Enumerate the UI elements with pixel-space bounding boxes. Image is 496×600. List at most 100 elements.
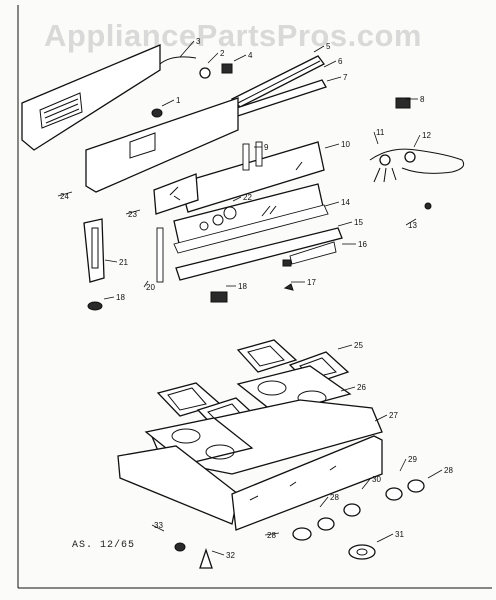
callout-number: 3	[196, 37, 201, 46]
callout-12: 12	[413, 131, 431, 148]
watermark: AppliancePartsPros.com	[44, 18, 422, 53]
callout-26: 26	[340, 383, 366, 392]
part-back-panel	[21, 44, 161, 151]
callout-number: 7	[343, 73, 348, 82]
callout-number: 22	[243, 193, 252, 202]
callout-leader-line	[103, 296, 115, 300]
callout-number: 10	[341, 140, 350, 149]
part-upper-glass	[153, 141, 325, 215]
callout-leader-line	[151, 524, 165, 532]
part-wire-harness	[369, 97, 465, 210]
callout-number: 11	[376, 128, 385, 137]
callout-24: 24	[57, 191, 73, 201]
callout-14: 14	[324, 198, 350, 207]
drawing-reference: AS. 12/65	[72, 540, 136, 551]
callout-leader-line	[337, 344, 353, 350]
callout-leader-line	[161, 99, 175, 107]
part-clock-window	[173, 183, 329, 254]
callout-31: 31	[376, 530, 404, 543]
callout-leader-line	[319, 496, 329, 508]
part-rear-grates	[236, 339, 350, 386]
callout-number: 9	[264, 143, 269, 152]
part-side-bracket	[83, 218, 164, 283]
callout-30b: 28	[427, 466, 453, 479]
callout-number: 1	[176, 96, 181, 105]
part-cooktop-body	[117, 399, 383, 531]
callout-21: 21	[104, 258, 128, 267]
callout-leader-line	[373, 131, 379, 145]
callout-number: 21	[119, 258, 128, 267]
callout-17: 17	[291, 278, 316, 287]
callout-number: 13	[408, 221, 417, 230]
callout-number: 32	[226, 551, 235, 560]
part-stud	[151, 108, 163, 118]
callout-number: 31	[395, 530, 404, 539]
callout-16: 16	[342, 240, 367, 249]
part-control-panel	[85, 97, 239, 193]
callout-leader-line	[179, 40, 195, 58]
callout-number: 14	[341, 198, 350, 207]
callout-leader-line	[323, 60, 337, 68]
callout-18b: 18	[103, 293, 125, 302]
callout-leader-line	[57, 191, 73, 197]
part-knobs	[292, 479, 425, 560]
callout-leader-line	[324, 201, 340, 207]
callout-number: 28	[267, 531, 276, 540]
callout-leader-line	[143, 280, 149, 288]
part-feet	[174, 542, 213, 569]
callout-28b: 28	[264, 531, 280, 540]
callout-number: 28	[330, 493, 339, 502]
callout-33: 33	[151, 521, 165, 532]
callout-number: 25	[354, 341, 363, 350]
callout-25: 25	[337, 341, 363, 350]
callout-leader-line	[427, 469, 443, 479]
callout-number: 27	[389, 411, 398, 420]
callout-leader-line	[211, 550, 225, 556]
callout-number: 17	[307, 278, 316, 287]
part-lower-channel	[175, 227, 343, 281]
callout-32: 32	[211, 550, 235, 560]
callout-leader-line	[340, 386, 356, 392]
callout-28a: 28	[319, 493, 339, 508]
callout-11: 11	[373, 128, 385, 145]
callout-number: 5	[326, 42, 331, 51]
callout-18a: 18	[226, 282, 247, 291]
callout-number: 30	[372, 475, 381, 484]
callout-1: 1	[161, 96, 181, 107]
callout-leader-line	[361, 478, 371, 490]
callout-22: 22	[232, 193, 252, 202]
callout-leader-line	[207, 52, 219, 64]
callout-leader-line	[104, 259, 118, 263]
sheet-border	[17, 5, 492, 589]
callout-20: 20	[143, 280, 155, 292]
callout-leader-line	[324, 143, 340, 149]
callout-9: 9	[254, 143, 269, 152]
callout-number: 2	[220, 49, 225, 58]
callout-leader-line	[326, 76, 342, 82]
callout-number: 28	[444, 466, 453, 475]
part-clips	[159, 56, 233, 79]
callout-leader-line	[374, 414, 388, 422]
callout-leader-line	[337, 221, 353, 227]
callout-leader-line	[413, 134, 421, 148]
callout-30: 30	[361, 475, 381, 490]
callout-leader-line	[313, 45, 325, 53]
callout-10: 10	[324, 140, 350, 149]
callout-29: 29	[399, 455, 417, 472]
callout-number: 24	[60, 192, 69, 201]
callout-3: 3	[179, 37, 201, 58]
callout-2: 2	[207, 49, 225, 64]
callout-number: 26	[357, 383, 366, 392]
callout-leader-line	[125, 209, 141, 215]
part-rod	[242, 141, 263, 171]
callout-6: 6	[323, 57, 343, 68]
callout-leader-line	[264, 532, 280, 536]
callout-27: 27	[374, 411, 398, 422]
callout-leader-line	[405, 218, 417, 226]
callout-number: 4	[248, 51, 253, 60]
callout-23: 23	[125, 209, 141, 219]
part-spacer-blocks	[87, 283, 294, 311]
callout-number: 8	[420, 95, 425, 104]
